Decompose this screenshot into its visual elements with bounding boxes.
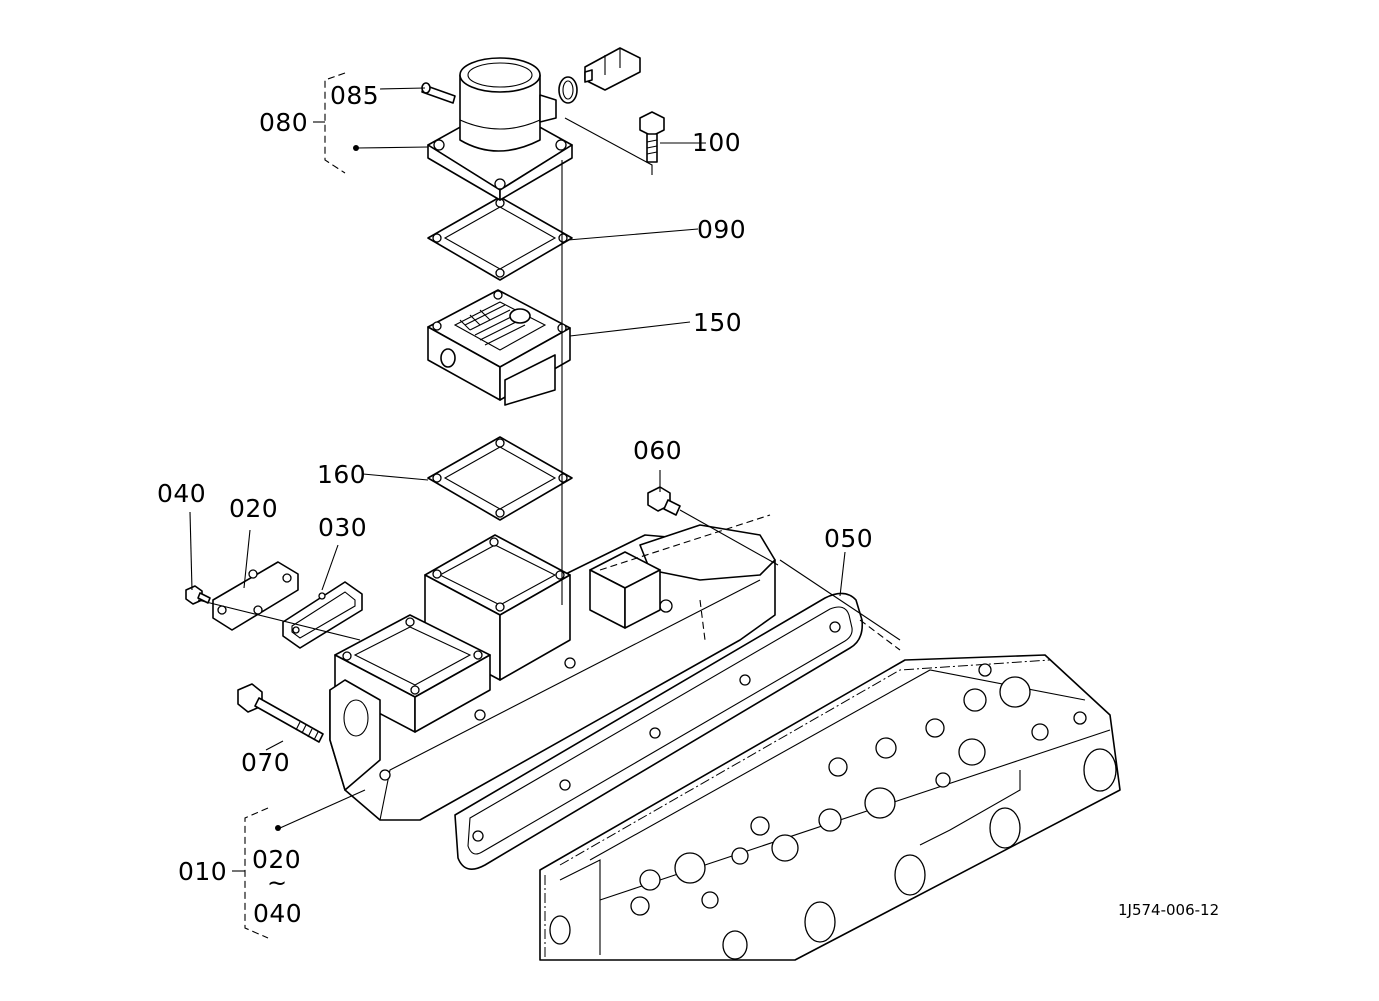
callout-090: 090 <box>697 215 747 244</box>
heater-element-grid <box>459 304 526 346</box>
heater-upper-gasket <box>427 196 573 281</box>
leader-lines <box>189 87 901 829</box>
intake-inlet-pipe <box>427 57 573 201</box>
callout-070: 070 <box>241 748 291 777</box>
cylinder-head <box>539 654 1121 961</box>
callout-160: 160 <box>317 460 367 489</box>
callout-020: 020 <box>229 494 279 523</box>
callout-030: 030 <box>318 513 368 542</box>
manifold-bolt <box>647 486 681 516</box>
temperature-sensor <box>558 47 641 104</box>
side-cover-gasket <box>282 581 363 649</box>
callout-010-range-start: 020 <box>252 845 302 874</box>
intake-air-heater <box>427 289 571 406</box>
cover-screw <box>185 585 211 605</box>
flange-bolt <box>639 111 665 163</box>
callout-080: 080 <box>259 108 309 137</box>
callout-040: 040 <box>157 479 207 508</box>
group-brackets <box>232 72 359 939</box>
valve-ports <box>630 663 1087 916</box>
stud-bolt <box>421 82 456 104</box>
diagram-reference-code: 1J574-006-12 <box>1118 901 1220 919</box>
callout-100: 100 <box>692 128 742 157</box>
range-separator: ~ <box>267 869 288 897</box>
intake-manifold-gasket <box>454 592 864 870</box>
callout-010-range-end: 040 <box>253 899 303 928</box>
callout-050: 050 <box>824 524 874 553</box>
side-cover <box>212 561 299 631</box>
heater-lower-gasket <box>427 436 573 521</box>
intake-manifold <box>329 524 776 821</box>
callout-060: 060 <box>633 436 683 465</box>
callout-085: 085 <box>330 81 380 110</box>
callout-150: 150 <box>693 308 743 337</box>
callout-010: 010 <box>178 857 228 886</box>
side-ports <box>549 748 1117 960</box>
long-bolt <box>237 683 324 743</box>
